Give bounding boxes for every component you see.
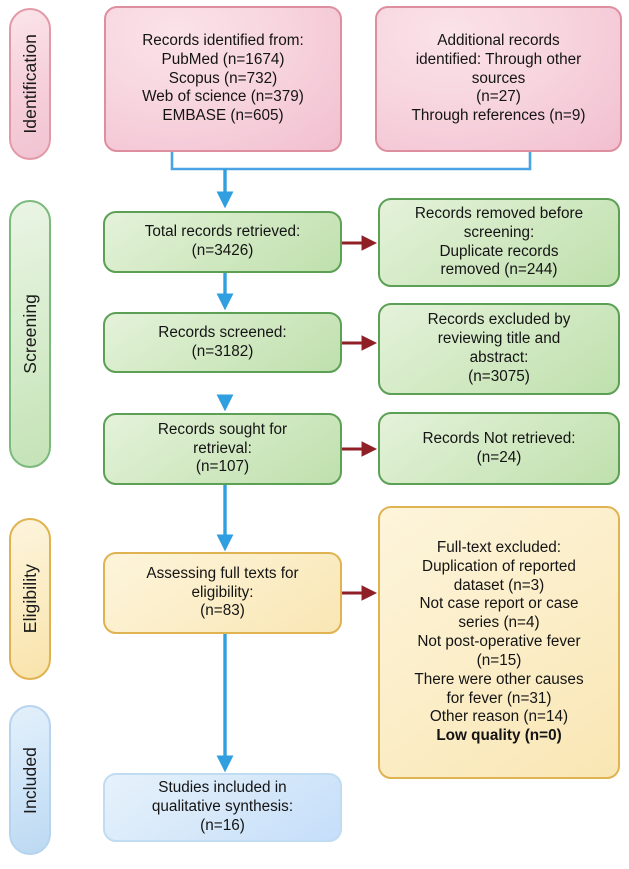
phase-screening: Screening — [9, 200, 51, 468]
phase-eligibility: Eligibility — [9, 518, 51, 680]
phase-screening-label: Screening — [19, 294, 40, 374]
box-records-screened-text: Records screened: (n=3182) — [158, 323, 287, 360]
box-records-sought-for-retrieval-text: Records sought for retrieval: (n=107) — [157, 420, 288, 476]
box-records-not-retrieved-text: Records Not retrieved: (n=24) — [422, 429, 576, 466]
box-full-text-excluded: Full-text excluded: Duplication of repor… — [378, 506, 620, 779]
box-studies-included-text: Studies included in qualitative synthesi… — [151, 779, 294, 834]
box-records-excluded-text: Records excluded by reviewing title and … — [427, 311, 571, 385]
box-records-identified: Records identified from: PubMed (n=1674)… — [104, 6, 342, 152]
box-assessing-full-texts: Assessing full texts for eligibility: (n… — [103, 552, 342, 634]
box-full-text-excluded-low-quality: Low quality (n=0) — [436, 727, 562, 745]
phase-identification: Identification — [9, 8, 51, 160]
box-assessing-full-texts-text: Assessing full texts for eligibility: (n… — [146, 564, 299, 620]
phase-included: Included — [9, 705, 51, 855]
box-additional-records: Additional records identified: Through o… — [375, 6, 622, 152]
box-records-identified-text: Records identified from: PubMed (n=1674)… — [142, 31, 304, 125]
box-records-removed-before-screening: Records removed before screening: Duplic… — [378, 198, 620, 287]
box-records-screened: Records screened: (n=3182) — [103, 312, 342, 373]
box-records-removed-before-screening-text: Records removed before screening: Duplic… — [414, 204, 584, 279]
box-full-text-excluded-reasons: Full-text excluded: Duplication of repor… — [414, 539, 584, 726]
box-studies-included: Studies included in qualitative synthesi… — [103, 773, 342, 842]
box-full-text-excluded-text: Full-text excluded: Duplication of repor… — [414, 539, 583, 746]
box-records-sought-for-retrieval: Records sought for retrieval: (n=107) — [103, 413, 342, 485]
phase-included-label: Included — [19, 746, 40, 814]
phase-eligibility-label: Eligibility — [19, 564, 40, 634]
box-additional-records-text: Additional records identified: Through o… — [411, 31, 586, 125]
box-records-excluded: Records excluded by reviewing title and … — [378, 303, 620, 395]
phase-identification-label: Identification — [19, 34, 40, 134]
box-records-not-retrieved: Records Not retrieved: (n=24) — [378, 412, 620, 485]
box-total-records-retrieved: Total records retrieved: (n=3426) — [103, 211, 342, 273]
box-total-records-retrieved-text: Total records retrieved: (n=3426) — [144, 223, 301, 259]
